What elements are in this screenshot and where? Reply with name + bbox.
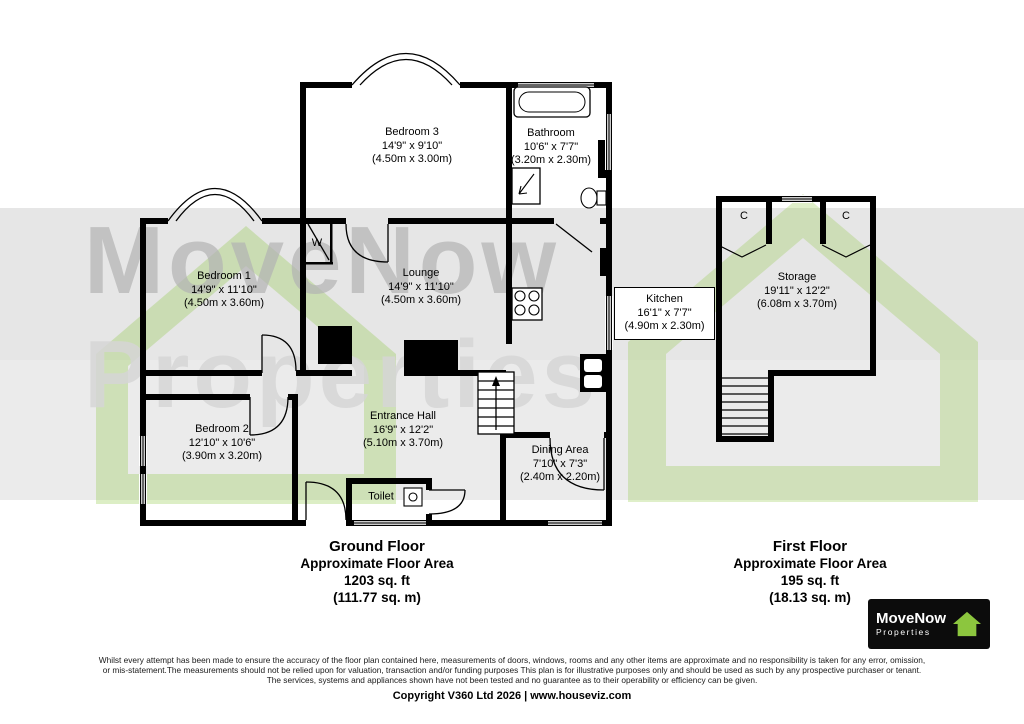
ground-fixtures xyxy=(403,86,607,507)
room-dims-imperial: 12'10" x 10'6" xyxy=(188,436,256,449)
bay-window xyxy=(167,187,263,222)
room-dims-imperial: 10'6" x 7'7" xyxy=(523,140,579,153)
radiator xyxy=(600,248,608,276)
floor-area-imperial: 1203 sq. ft xyxy=(343,573,411,588)
wardrobe-door xyxy=(307,223,330,261)
wc xyxy=(580,187,598,209)
floor-area-imperial: 195 sq. ft xyxy=(780,573,840,588)
room-label-bedroom3: Bedroom 3 14'9" x 9'10" (4.50m x 3.00m) xyxy=(372,126,452,167)
floor-area-metric: (18.13 sq. m) xyxy=(769,590,851,605)
room-dims-metric: (5.10m x 3.70m) xyxy=(362,436,444,449)
logo-line1: MoveNow xyxy=(876,609,947,627)
logo-line2: Properties xyxy=(876,626,931,637)
chimney-breast xyxy=(404,340,458,376)
watermark-line1: MoveNow xyxy=(84,207,561,314)
disclaimer-line3: The services, systems and appliances sho… xyxy=(266,675,758,685)
room-dims-imperial: 14'9" x 11'10" xyxy=(388,280,454,293)
sink-bowl xyxy=(584,375,602,388)
chimney-breast xyxy=(318,326,352,364)
room-dims-imperial: 14'9" x 9'10" xyxy=(381,139,443,152)
room-label-entrance-hall: Entrance Hall 16'9" x 12'2" (5.10m x 3.7… xyxy=(363,410,443,451)
room-label-bedroom2: Bedroom 2 12'10" x 10'6" (3.90m x 3.20m) xyxy=(182,423,262,464)
basin xyxy=(403,487,423,507)
door-swing xyxy=(428,489,466,515)
room-name: Entrance Hall xyxy=(369,409,437,422)
first-floor-walls xyxy=(716,196,876,442)
room-dims-imperial: 7'10" x 7'3" xyxy=(532,457,588,470)
room-name: Storage xyxy=(777,270,817,283)
door-swing xyxy=(345,223,389,263)
room-dims-imperial: 14'9" x 11'10" xyxy=(191,283,257,296)
disclaimer-line2: or mis-statement.The measurements should… xyxy=(102,665,922,675)
door-swing xyxy=(261,334,297,372)
room-label-toilet: Toilet xyxy=(368,490,394,504)
cupboard-label-right: C xyxy=(842,210,850,222)
house-icon xyxy=(953,611,981,637)
ground-staircase xyxy=(477,371,515,435)
shower xyxy=(511,167,541,205)
copyright-text: Copyright V360 Ltd 2026 | www.houseviz.c… xyxy=(392,690,632,702)
floor-area-metric: (111.77 sq. m) xyxy=(333,590,421,605)
room-name: Bedroom 3 xyxy=(385,125,439,138)
room-dims-metric: (4.50m x 3.60m) xyxy=(183,296,265,309)
door-swing xyxy=(549,437,605,491)
floor-subtitle: Approximate Floor Area xyxy=(300,556,454,571)
bathtub xyxy=(513,86,591,118)
room-label-kitchen: Kitchen 16'1" x 7'7" (4.90m x 2.30m) xyxy=(614,287,715,340)
room-dims-imperial: 19'11" x 12'2" xyxy=(764,284,830,297)
room-dims-metric: (2.40m x 2.20m) xyxy=(519,470,601,483)
bay-window xyxy=(359,58,453,86)
first-floor-title: First Floor Approximate Floor Area 195 s… xyxy=(733,538,886,606)
cupboard-label-left: C xyxy=(740,210,748,222)
radiator xyxy=(598,140,606,178)
door-leaf xyxy=(555,223,593,253)
cupboard-doors xyxy=(717,244,767,258)
bay-window xyxy=(351,53,461,86)
ground-floor-windows xyxy=(139,81,613,527)
room-name: Lounge xyxy=(402,266,440,279)
room-label-bedroom1: Bedroom 1 14'9" x 11'10" (4.50m x 3.60m) xyxy=(184,270,264,311)
floor-name: Ground Floor xyxy=(329,538,425,555)
floor-name: First Floor xyxy=(772,538,848,555)
room-label-lounge: Lounge 14'9" x 11'10" (4.50m x 3.60m) xyxy=(381,267,461,308)
room-name: Toilet xyxy=(368,490,394,503)
first-floor-details xyxy=(717,244,871,435)
ground-floor-title: Ground Floor Approximate Floor Area 1203… xyxy=(300,538,453,606)
room-dims-imperial: 16'1" x 7'7" xyxy=(637,306,692,319)
room-dims-metric: (3.90m x 3.20m) xyxy=(181,449,263,462)
logo-text: MoveNow Properties xyxy=(876,609,947,638)
door-swing xyxy=(249,396,289,436)
room-name: Bedroom 2 xyxy=(195,422,249,435)
room-dims-metric: (4.90m x 2.30m) xyxy=(624,320,705,332)
cupboard-doors xyxy=(821,244,871,258)
movenow-logo: MoveNow Properties xyxy=(868,599,990,649)
disclaimer-text: Whilst every attempt has been made to en… xyxy=(0,655,1024,685)
ground-floor-doors-and-bays xyxy=(167,53,605,521)
room-dims-imperial: 16'9" x 12'2" xyxy=(372,423,434,436)
door-swing xyxy=(305,481,347,521)
room-label-storage: Storage 19'11" x 12'2" (6.08m x 3.70m) xyxy=(757,271,837,312)
first-floor-windows xyxy=(782,195,812,203)
room-label-bathroom: Bathroom 10'6" x 7'7" (3.20m x 2.30m) xyxy=(511,127,591,168)
room-dims-metric: (6.08m x 3.70m) xyxy=(756,297,838,310)
room-name: Bathroom xyxy=(527,126,575,139)
room-dims-metric: (3.20m x 2.30m) xyxy=(510,153,592,166)
wardrobe-label: W xyxy=(311,237,323,249)
room-name: Bedroom 1 xyxy=(197,269,251,282)
room-dims-metric: (4.50m x 3.00m) xyxy=(371,152,453,165)
room-label-dining-area: Dining Area 7'10" x 7'3" (2.40m x 2.20m) xyxy=(520,444,600,485)
floor-subtitle: Approximate Floor Area xyxy=(733,556,887,571)
first-staircase xyxy=(722,377,768,435)
sink-bowl xyxy=(584,359,602,372)
room-name: Dining Area xyxy=(531,443,589,456)
room-dims-metric: (4.50m x 3.60m) xyxy=(380,293,462,306)
disclaimer-line1: Whilst every attempt has been made to en… xyxy=(98,655,926,665)
house-watermark-icon xyxy=(96,226,396,504)
bay-window xyxy=(175,194,255,222)
room-name: Kitchen xyxy=(646,293,683,305)
house-watermark-icon xyxy=(628,194,978,502)
